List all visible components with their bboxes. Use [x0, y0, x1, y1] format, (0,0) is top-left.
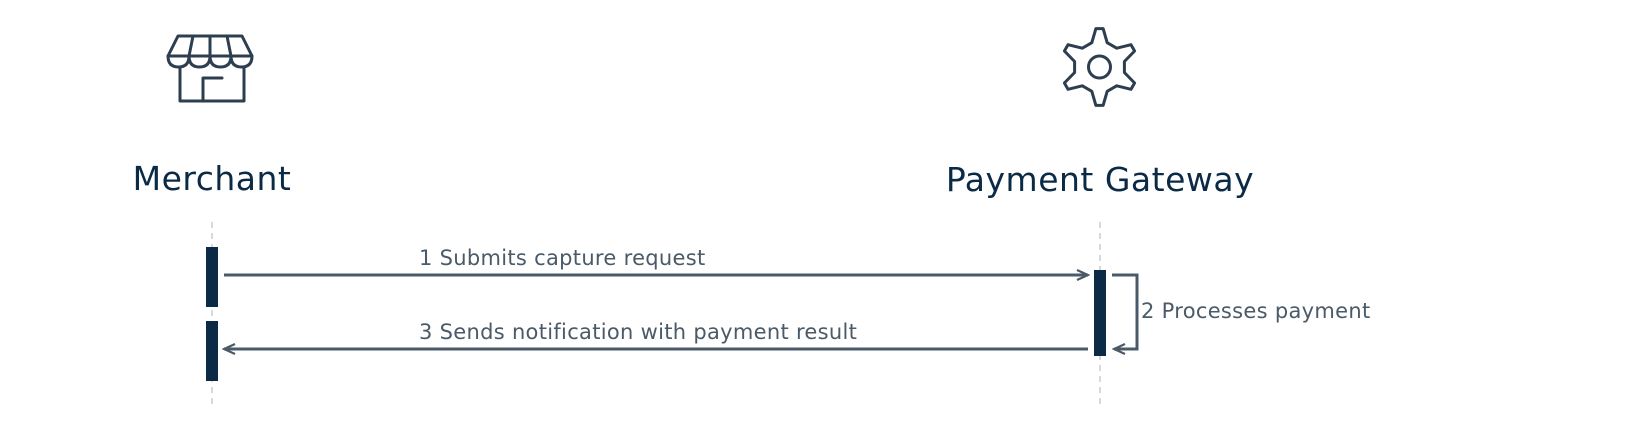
message-label-2: 2 Processes payment: [1141, 299, 1370, 323]
arrow-message-2: [1112, 273, 1139, 349]
storefront-icon: [166, 34, 254, 103]
message-1: 1 Submits capture request: [224, 246, 1088, 275]
gear-icon: [1062, 27, 1137, 107]
message-2: 2 Processes payment: [1112, 273, 1370, 349]
actor-label-merchant: Merchant: [133, 159, 292, 198]
activation-bar-payment-gateway: [1094, 270, 1106, 356]
actor-merchant: Merchant: [133, 34, 292, 405]
actor-payment-gateway: Payment Gateway: [946, 27, 1254, 405]
activation-bar-merchant-2: [206, 321, 218, 381]
message-3: 3 Sends notification with payment result: [224, 320, 1088, 349]
message-label-1: 1 Submits capture request: [419, 246, 706, 270]
actor-label-payment-gateway: Payment Gateway: [946, 160, 1254, 199]
message-label-3: 3 Sends notification with payment result: [419, 320, 857, 344]
activation-bar-merchant-1: [206, 247, 218, 307]
